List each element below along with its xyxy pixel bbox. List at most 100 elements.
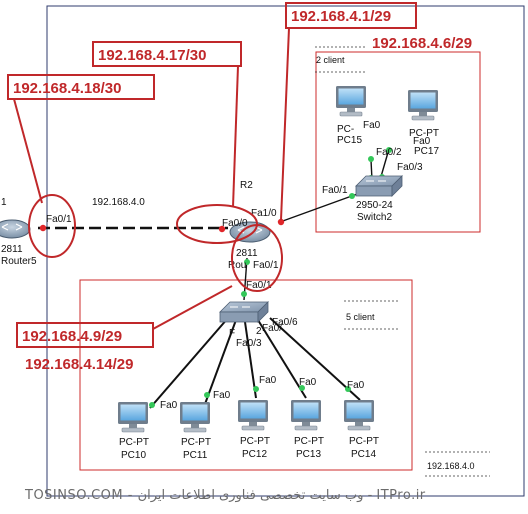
router5-model: 2811 bbox=[1, 244, 23, 255]
wan-link-label: 192.168.4.0 bbox=[92, 197, 145, 208]
callout-ip-4-9: 192.168.4.9/29 bbox=[22, 328, 122, 345]
router-icon bbox=[229, 221, 271, 243]
router5-node[interactable] bbox=[0, 219, 31, 239]
pc10-port: Fa0 bbox=[160, 400, 178, 411]
router-r2-port-fa10: Fa1/0 bbox=[251, 208, 277, 219]
router-r2-name: Rou bbox=[228, 260, 246, 271]
switch2-node[interactable] bbox=[355, 175, 403, 197]
note-two-client: 2 client bbox=[316, 55, 345, 65]
callout-box-ip-4-17 bbox=[92, 41, 242, 67]
pc-icon[interactable] bbox=[407, 89, 439, 121]
pc17-type: PC-PT bbox=[409, 128, 439, 139]
router-r2-label: R2 bbox=[240, 180, 253, 191]
switch2-port-fa02: Fa0/2 bbox=[376, 147, 402, 158]
cable-r2-switch2 bbox=[279, 192, 361, 223]
link-dot-pc11 bbox=[204, 392, 210, 398]
router5-name: Router5 bbox=[1, 256, 37, 267]
callout-box-ip-4-1 bbox=[285, 2, 417, 29]
pc12-name: PC12 bbox=[242, 449, 267, 460]
callout-circle-r2-fa01 bbox=[231, 224, 283, 292]
swb-port-fa01: Fa0/1 bbox=[246, 280, 272, 291]
link-dot-r2-fa01 bbox=[244, 259, 250, 265]
callout-ip-4-6: 192.168.4.6/29 bbox=[372, 35, 472, 52]
link-dot-pc12 bbox=[253, 386, 259, 392]
link-dot-swb-fa01 bbox=[241, 291, 247, 297]
link-dot-r2-fa00 bbox=[218, 225, 226, 233]
bottom-switch-node[interactable] bbox=[219, 301, 269, 323]
pc15-name: PC15 bbox=[337, 135, 362, 146]
pc17-name: PC17 bbox=[414, 146, 439, 157]
pc12-type: PC-PT bbox=[240, 436, 270, 447]
switch2-port-fa03: Fa0/3 bbox=[397, 162, 423, 173]
pc14-port: Fa0 bbox=[347, 380, 365, 391]
callout-line-ip-4-1 bbox=[280, 27, 290, 221]
link-dot-pc17 bbox=[386, 147, 392, 153]
callout-ip-4-17: 192.168.4.17/30 bbox=[98, 47, 206, 64]
router-r2-port-fa01: Fa0/1 bbox=[253, 260, 279, 271]
note-five-client: 5 client bbox=[346, 312, 375, 322]
pc15-port: Fa0 bbox=[363, 120, 381, 131]
pc13-type: PC-PT bbox=[294, 436, 324, 447]
callout-ip-4-14: 192.168.4.14/29 bbox=[25, 356, 133, 373]
link-dot-r2-fa10 bbox=[277, 218, 285, 226]
link-dot-pc13 bbox=[299, 385, 305, 391]
pc11-port: Fa0 bbox=[213, 390, 231, 401]
link-dot-sw2-fa01 bbox=[349, 193, 355, 199]
callout-line-ip-4-17 bbox=[232, 65, 239, 208]
callout-line-ip-4-18 bbox=[13, 98, 43, 204]
pc13-name: PC13 bbox=[296, 449, 321, 460]
pc10-name: PC10 bbox=[121, 450, 146, 461]
pc13-port: Fa0 bbox=[299, 377, 317, 388]
pc-icon[interactable] bbox=[290, 399, 322, 431]
router-r2-node[interactable] bbox=[229, 221, 271, 243]
switch2-port-fa01: Fa0/1 bbox=[322, 185, 348, 196]
pc11-name: PC11 bbox=[183, 450, 208, 461]
pc-icon[interactable] bbox=[343, 399, 375, 431]
callout-box-ip-4-9 bbox=[16, 322, 154, 348]
pc-icon[interactable] bbox=[179, 401, 211, 433]
callout-ip-4-18: 192.168.4.18/30 bbox=[13, 80, 121, 97]
note-bottom-network: 192.168.4.0 bbox=[427, 461, 475, 471]
pc15-type: PC- bbox=[337, 124, 354, 135]
pc11-type: PC-PT bbox=[181, 437, 211, 448]
router5-left-number: 1 bbox=[1, 197, 7, 208]
pc10-type: PC-PT bbox=[119, 437, 149, 448]
swb-partial-label-1: F bbox=[229, 328, 235, 339]
router5-port-fa01: Fa0/1 bbox=[46, 214, 72, 225]
swb-partial-label-3: Fa0/ bbox=[262, 323, 282, 334]
cable-swb-pc11 bbox=[204, 319, 237, 405]
callout-circle-r5-fa01 bbox=[28, 194, 76, 258]
router-r2-model: 2811 bbox=[236, 248, 258, 259]
router-icon bbox=[0, 219, 31, 239]
cable-swb-pc10 bbox=[149, 317, 229, 409]
switch2-name: Switch2 bbox=[357, 212, 392, 223]
link-dot-r5-fa01 bbox=[39, 224, 47, 232]
callout-box-ip-4-18 bbox=[7, 74, 155, 100]
router-r2-port-fa00: Fa0/0 bbox=[222, 218, 248, 229]
callout-line-ip-4-9 bbox=[152, 285, 233, 330]
swb-partial-label-2: 2 bbox=[256, 326, 262, 337]
link-dot-pc15 bbox=[368, 156, 374, 162]
switch-icon bbox=[219, 301, 269, 323]
pc17-port: Fa0 bbox=[413, 136, 431, 147]
link-dot-pc14 bbox=[345, 386, 351, 392]
swb-port-fa06: Fa0/6 bbox=[272, 317, 298, 328]
cable-swb-pc14 bbox=[269, 317, 361, 401]
pc-icon[interactable] bbox=[237, 399, 269, 431]
link-dot-pc10 bbox=[149, 402, 155, 408]
area-two-client bbox=[315, 51, 481, 233]
swb-port-fa03: Fa0/3 bbox=[236, 338, 262, 349]
pc14-type: PC-PT bbox=[349, 436, 379, 447]
pc-icon[interactable] bbox=[117, 401, 149, 433]
switch2-model: 2950-24 bbox=[356, 200, 393, 211]
cable-swb-pc13 bbox=[257, 319, 307, 399]
watermark: TOSINSO.COM - وب سایت تخصصی فناوری اطلاع… bbox=[24, 488, 426, 503]
pc-icon[interactable] bbox=[335, 85, 367, 117]
cable-swb-pc12 bbox=[244, 321, 257, 399]
pc14-name: PC14 bbox=[351, 449, 376, 460]
router-arrows-icon bbox=[1, 223, 23, 231]
callout-ip-4-1: 192.168.4.1/29 bbox=[291, 8, 391, 25]
pc12-port: Fa0 bbox=[259, 375, 277, 386]
switch-icon bbox=[355, 175, 403, 197]
